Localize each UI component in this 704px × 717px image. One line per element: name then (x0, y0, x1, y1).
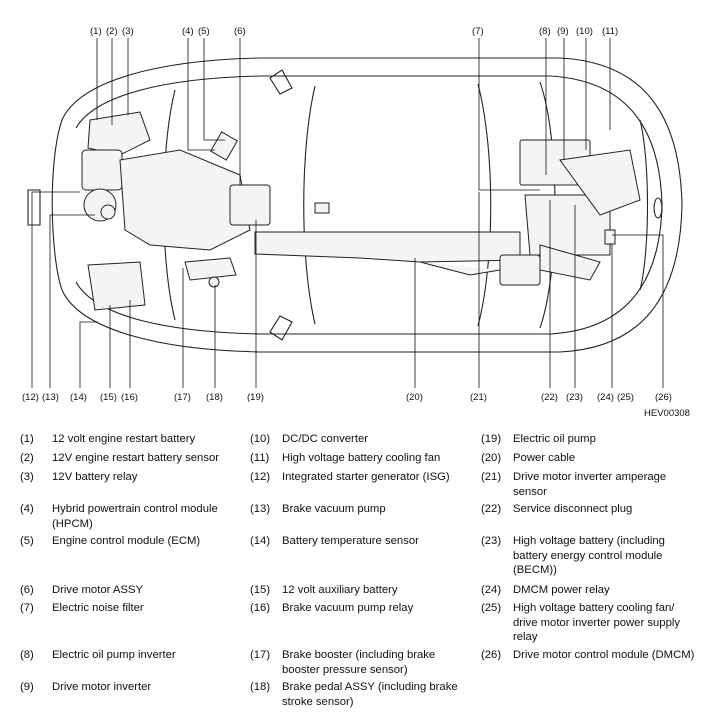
legend-text: DC/DC converter (282, 433, 369, 445)
legend-text: Drive motor control module (DMCM) (513, 649, 695, 661)
legend-text: 12V engine restart battery sensor (52, 452, 220, 464)
legend-text: Brake booster (including brake booster p… (282, 649, 436, 676)
callout-17: (17) (174, 392, 191, 403)
legend-number: (15) (250, 584, 271, 596)
callout-18: (18) (206, 392, 223, 403)
callout-25: (25) (617, 392, 634, 403)
legend-text: Engine control module (ECM) (52, 535, 201, 547)
legend-text: 12 volt auxiliary battery (282, 584, 398, 596)
callout-4: (4) (182, 26, 194, 37)
legend-number: (2) (20, 452, 34, 464)
callout-7: (7) (472, 26, 484, 37)
legend-number: (9) (20, 681, 34, 693)
legend-text: Drive motor ASSY (52, 584, 144, 596)
legend-number: (5) (20, 535, 34, 547)
engine-components (81, 111, 641, 311)
legend-text: DMCM power relay (513, 584, 610, 596)
legend-number: (3) (20, 471, 34, 483)
figure-code: HEV00308 (644, 408, 690, 419)
legend-text: Brake pedal ASSY (including brake stroke… (282, 681, 458, 708)
callout-21: (21) (470, 392, 487, 403)
legend-text: Service disconnect plug (513, 503, 633, 515)
legend-text: 12V battery relay (52, 471, 138, 483)
component-legend: (1) 12 volt engine restart battery (2) 12V… (0, 432, 704, 717)
callout-3: (3) (122, 26, 134, 37)
legend-number: (19) (481, 433, 502, 445)
legend-text: 12 volt engine restart battery (52, 433, 196, 445)
callout-15: (15) (100, 392, 117, 403)
callout-8: (8) (539, 26, 551, 37)
legend-text: Brake vacuum pump (282, 503, 386, 515)
callout-23: (23) (566, 392, 583, 403)
callout-10: (10) (576, 26, 593, 37)
legend-text: Power cable (513, 452, 576, 464)
legend-number: (22) (481, 503, 502, 515)
legend-number: (17) (250, 649, 271, 661)
legend-number: (12) (250, 471, 271, 483)
legend-number: (1) (20, 433, 34, 445)
callouts-top: (1) (2) (3) (4) (5) (6) (7) (8) (9) (10)… (90, 26, 618, 37)
callout-20: (20) (406, 392, 423, 403)
legend-number: (26) (481, 649, 502, 661)
callout-5: (5) (198, 26, 210, 37)
legend-number: (21) (481, 471, 502, 483)
legend-number: (13) (250, 503, 271, 515)
legend-text: Integrated starter generator (ISG) (282, 471, 450, 483)
callout-13: (13) (42, 392, 59, 403)
legend-number: (7) (20, 602, 34, 614)
legend-number: (6) (20, 584, 34, 596)
legend-number: (23) (481, 535, 502, 547)
legend-text: Electric oil pump (513, 433, 596, 445)
callout-19: (19) (247, 392, 264, 403)
legend-number: (16) (250, 602, 271, 614)
legend-text: Drive motor inverter (52, 681, 152, 693)
callout-6: (6) (234, 26, 246, 37)
legend-text: Drive motor inverter amperage sensor (513, 471, 667, 498)
legend-text: Battery temperature sensor (282, 535, 419, 547)
callout-11: (11) (602, 26, 618, 37)
callout-9: (9) (557, 26, 569, 37)
legend-text: High voltage battery (including battery … (513, 535, 665, 576)
legend-number: (8) (20, 649, 34, 661)
vehicle-component-diagram: (1) (2) (3) (4) (5) (6) (7) (8) (9) (10)… (22, 26, 690, 419)
leader-lines (31, 38, 664, 388)
callout-24: (24) (597, 392, 614, 403)
legend-number: (24) (481, 584, 502, 596)
legend-number: (4) (20, 503, 34, 515)
callout-2: (2) (106, 26, 118, 37)
legend-text: High voltage battery cooling fan (282, 452, 441, 464)
callout-16: (16) (121, 392, 138, 403)
legend-text: Electric noise filter (52, 602, 144, 614)
callouts-bottom: (12) (13) (14) (15) (16) (17) (18) (19) … (22, 392, 672, 403)
legend-number: (25) (481, 602, 502, 614)
callout-26: (26) (655, 392, 672, 403)
legend-number: (10) (250, 433, 271, 445)
callout-1: (1) (90, 26, 102, 37)
legend-number: (11) (250, 452, 270, 464)
legend-text: Hybrid powertrain control module (HPCM) (52, 503, 218, 530)
callout-14: (14) (70, 392, 87, 403)
legend-number: (18) (250, 681, 271, 693)
legend-number: (20) (481, 452, 502, 464)
callout-22: (22) (541, 392, 558, 403)
callout-12: (12) (22, 392, 39, 403)
legend-number: (14) (250, 535, 271, 547)
legend-text: Electric oil pump inverter (52, 649, 176, 661)
legend-text: Brake vacuum pump relay (282, 602, 414, 614)
legend-text: High voltage battery cooling fan/ drive … (513, 602, 681, 643)
